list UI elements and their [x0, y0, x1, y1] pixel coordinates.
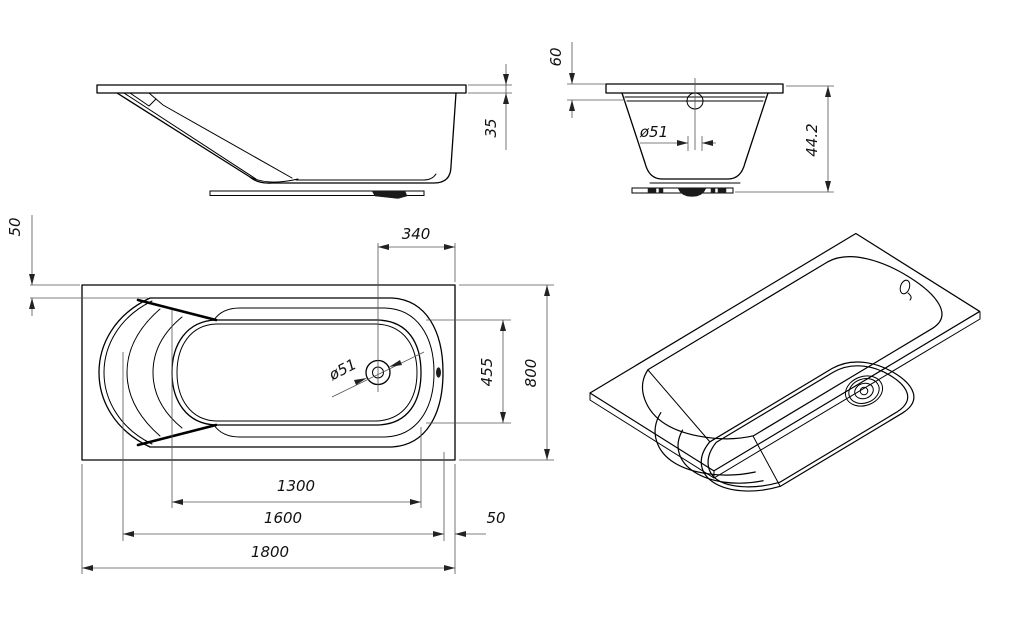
iso-basin-bottom-inner [686, 356, 923, 500]
dim-lines-50-top [30, 215, 148, 316]
iso-rim-outer [590, 234, 980, 471]
plan-overflow-mark [436, 367, 441, 378]
plan-outer-rim [81, 284, 456, 461]
iso-rim-thickness [589, 311, 981, 479]
plan-wall-contour [213, 307, 435, 438]
dim-drain-to-edge-label: 340 [402, 225, 431, 243]
plan-view: ø51 50 340 455 800 1300 1600 [6, 215, 554, 574]
dim-rim-width-top-label: 50 [6, 217, 24, 236]
iso-basin-bottom [679, 352, 931, 505]
side-slope-detail [129, 92, 157, 107]
plan-bottom-extension-lines [81, 310, 456, 574]
dim-lines-60 [567, 42, 625, 118]
dim-lines-drain-end [640, 78, 716, 151]
side-slope-line-2 [148, 92, 293, 179]
side-slope-foot-curve [249, 176, 299, 183]
dim-lines-455 [426, 319, 511, 424]
isometric-view [589, 234, 981, 505]
iso-overflow [899, 279, 912, 301]
side-drain-fitting [371, 190, 408, 199]
side-support-rail [209, 190, 425, 196]
dim-inner-length-label: 1600 [264, 509, 302, 527]
dim-overall-length-label: 1800 [251, 543, 289, 561]
iso-headrest-edges [647, 369, 781, 487]
plan-headrest-arc-mid [126, 308, 161, 437]
side-body-outline [116, 92, 457, 184]
iso-drain [844, 375, 884, 407]
plan-headrest-edge-top [136, 298, 218, 322]
dim-bottom-length-label: 1300 [277, 477, 315, 495]
side-bottom-inner-line [295, 173, 437, 181]
dim-drain-diameter-end-label: ø51 [639, 123, 668, 141]
dim-overall-width-label: 800 [522, 359, 540, 388]
side-slope-line-1 [123, 92, 257, 180]
iso-wall-contour-1 [627, 413, 755, 493]
side-view: 35 [96, 64, 512, 199]
plan-basin-bottom-inner [176, 323, 418, 422]
dim-rim-to-lip-label: 60 [547, 47, 565, 66]
plan-inner-rim-opening [98, 297, 444, 448]
end-body-outline [621, 92, 769, 180]
plan-headrest-edge-bottom [136, 423, 218, 447]
dim-overall-height-label: 44.2 [803, 123, 821, 156]
end-center-foot [677, 187, 707, 197]
side-rim-plate [96, 84, 467, 94]
end-view: ø51 60 44.2 [547, 42, 834, 197]
dim-rim-width-right-label: 50 [486, 509, 505, 527]
end-rim-plate [605, 83, 784, 94]
dim-bottom-width-label: 455 [478, 358, 496, 387]
plan-basin-bottom [171, 319, 422, 426]
dim-lines-800 [459, 284, 554, 461]
iso-rim-opening [613, 244, 963, 457]
plan-headrest-outer-arc [103, 300, 153, 445]
dim-rim-height-label: 35 [482, 118, 500, 137]
dim-lines-340 [377, 243, 456, 392]
dim-lines-height [735, 85, 834, 193]
plan-headrest-arc-inner [152, 316, 183, 429]
